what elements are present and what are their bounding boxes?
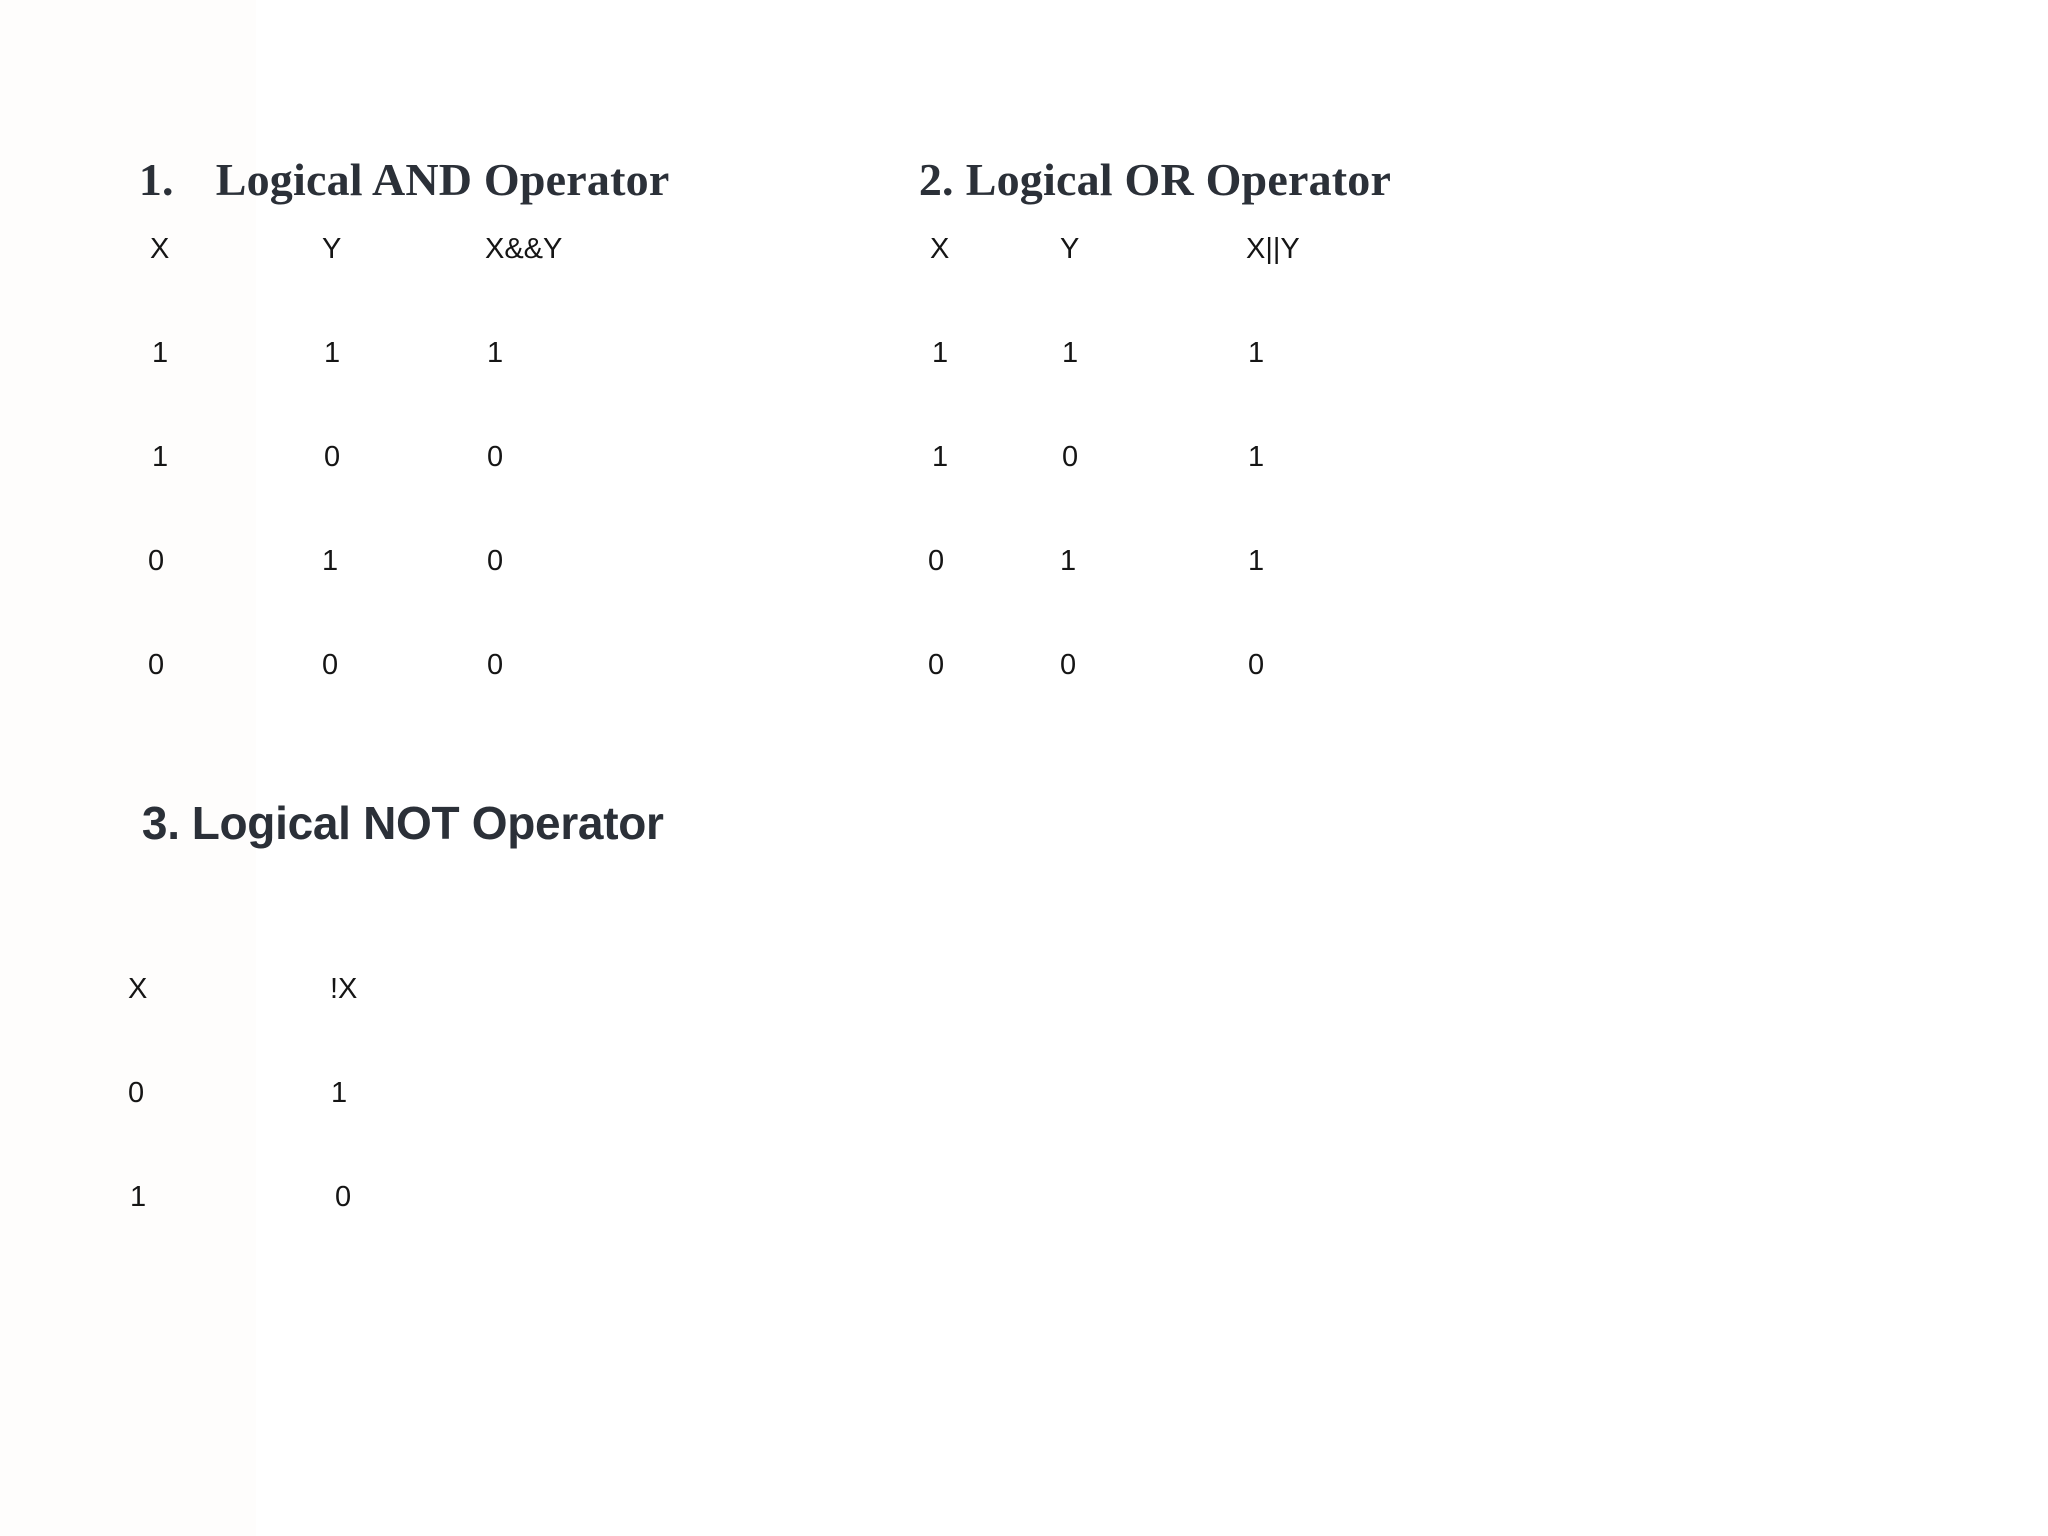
heading-logical-or: 2.Logical OR Operator (872, 100, 1391, 259)
column-header-x: X (128, 973, 148, 1005)
cell-result: 1 (331, 1077, 348, 1109)
cell-y: 1 (1062, 337, 1079, 369)
column-header-x: X (150, 233, 170, 265)
cell-y: 0 (1060, 649, 1077, 681)
cell-result: 0 (1248, 649, 1265, 681)
cell-result: 0 (335, 1181, 352, 1213)
column-header-x-and-y: X&&Y (485, 233, 563, 265)
table-row: 0 0 0 (928, 649, 1450, 755)
heading-and-title: Logical AND Operator (215, 154, 670, 205)
heading-not-title: Logical NOT Operator (191, 797, 664, 849)
cell-x: 1 (152, 441, 169, 473)
table-row: 0 1 1 (928, 545, 1450, 651)
table-row: 1 0 0 (150, 443, 770, 547)
cell-y: 1 (1060, 545, 1077, 577)
cell-x: 1 (130, 1181, 147, 1213)
cell-y: 0 (322, 649, 339, 681)
heading-or-title: Logical OR Operator (965, 154, 1392, 205)
cell-x: 1 (932, 441, 949, 473)
heading-or-number: 2. (918, 154, 954, 205)
cell-result: 1 (1248, 441, 1265, 473)
cell-result: 1 (1248, 545, 1265, 577)
table-row: 0 1 0 (148, 545, 770, 651)
table-row: 0 0 0 (148, 649, 770, 755)
column-header-x-or-y: X||Y (1246, 233, 1300, 265)
table-header-row: X Y X||Y (930, 235, 1450, 339)
cell-y: 1 (324, 337, 341, 369)
cell-result: 0 (487, 649, 504, 681)
cell-result: 1 (487, 337, 504, 369)
heading-and-number: 1. (138, 154, 174, 205)
table-header-row: X !X (128, 975, 488, 1079)
cell-x: 0 (128, 1077, 145, 1109)
truth-table-or: X Y X||Y 1 1 1 1 0 1 0 1 1 0 0 0 (928, 235, 1450, 755)
table-row: 1 0 (128, 1183, 488, 1287)
column-header-y: Y (1060, 233, 1080, 265)
cell-y: 1 (322, 545, 339, 577)
table-row: 1 1 1 (930, 339, 1450, 443)
column-header-not-x: !X (330, 973, 358, 1005)
heading-not-number: 3. (141, 797, 180, 849)
cell-y: 0 (324, 441, 341, 473)
cell-result: 0 (487, 441, 504, 473)
column-header-y: Y (322, 233, 342, 265)
cell-x: 0 (148, 545, 165, 577)
cell-x: 0 (148, 649, 165, 681)
truth-table-not: X !X 0 1 1 0 (128, 975, 488, 1287)
table-row: 0 1 (128, 1079, 488, 1183)
table-row: 1 0 1 (930, 443, 1450, 547)
heading-logical-and: 1. Logical AND Operator (92, 100, 669, 259)
cell-x: 1 (932, 337, 949, 369)
cell-x: 1 (152, 337, 169, 369)
column-header-x: X (930, 233, 950, 265)
cell-result: 1 (1248, 337, 1265, 369)
heading-logical-not: 3.Logical NOT Operator (92, 742, 664, 904)
cell-result: 0 (487, 545, 504, 577)
truth-table-and: X Y X&&Y 1 1 1 1 0 0 0 1 0 0 0 0 (148, 235, 770, 755)
table-row: 1 1 1 (150, 339, 770, 443)
cell-x: 0 (928, 649, 945, 681)
table-header-row: X Y X&&Y (150, 235, 770, 339)
cell-x: 0 (928, 545, 945, 577)
cell-y: 0 (1062, 441, 1079, 473)
